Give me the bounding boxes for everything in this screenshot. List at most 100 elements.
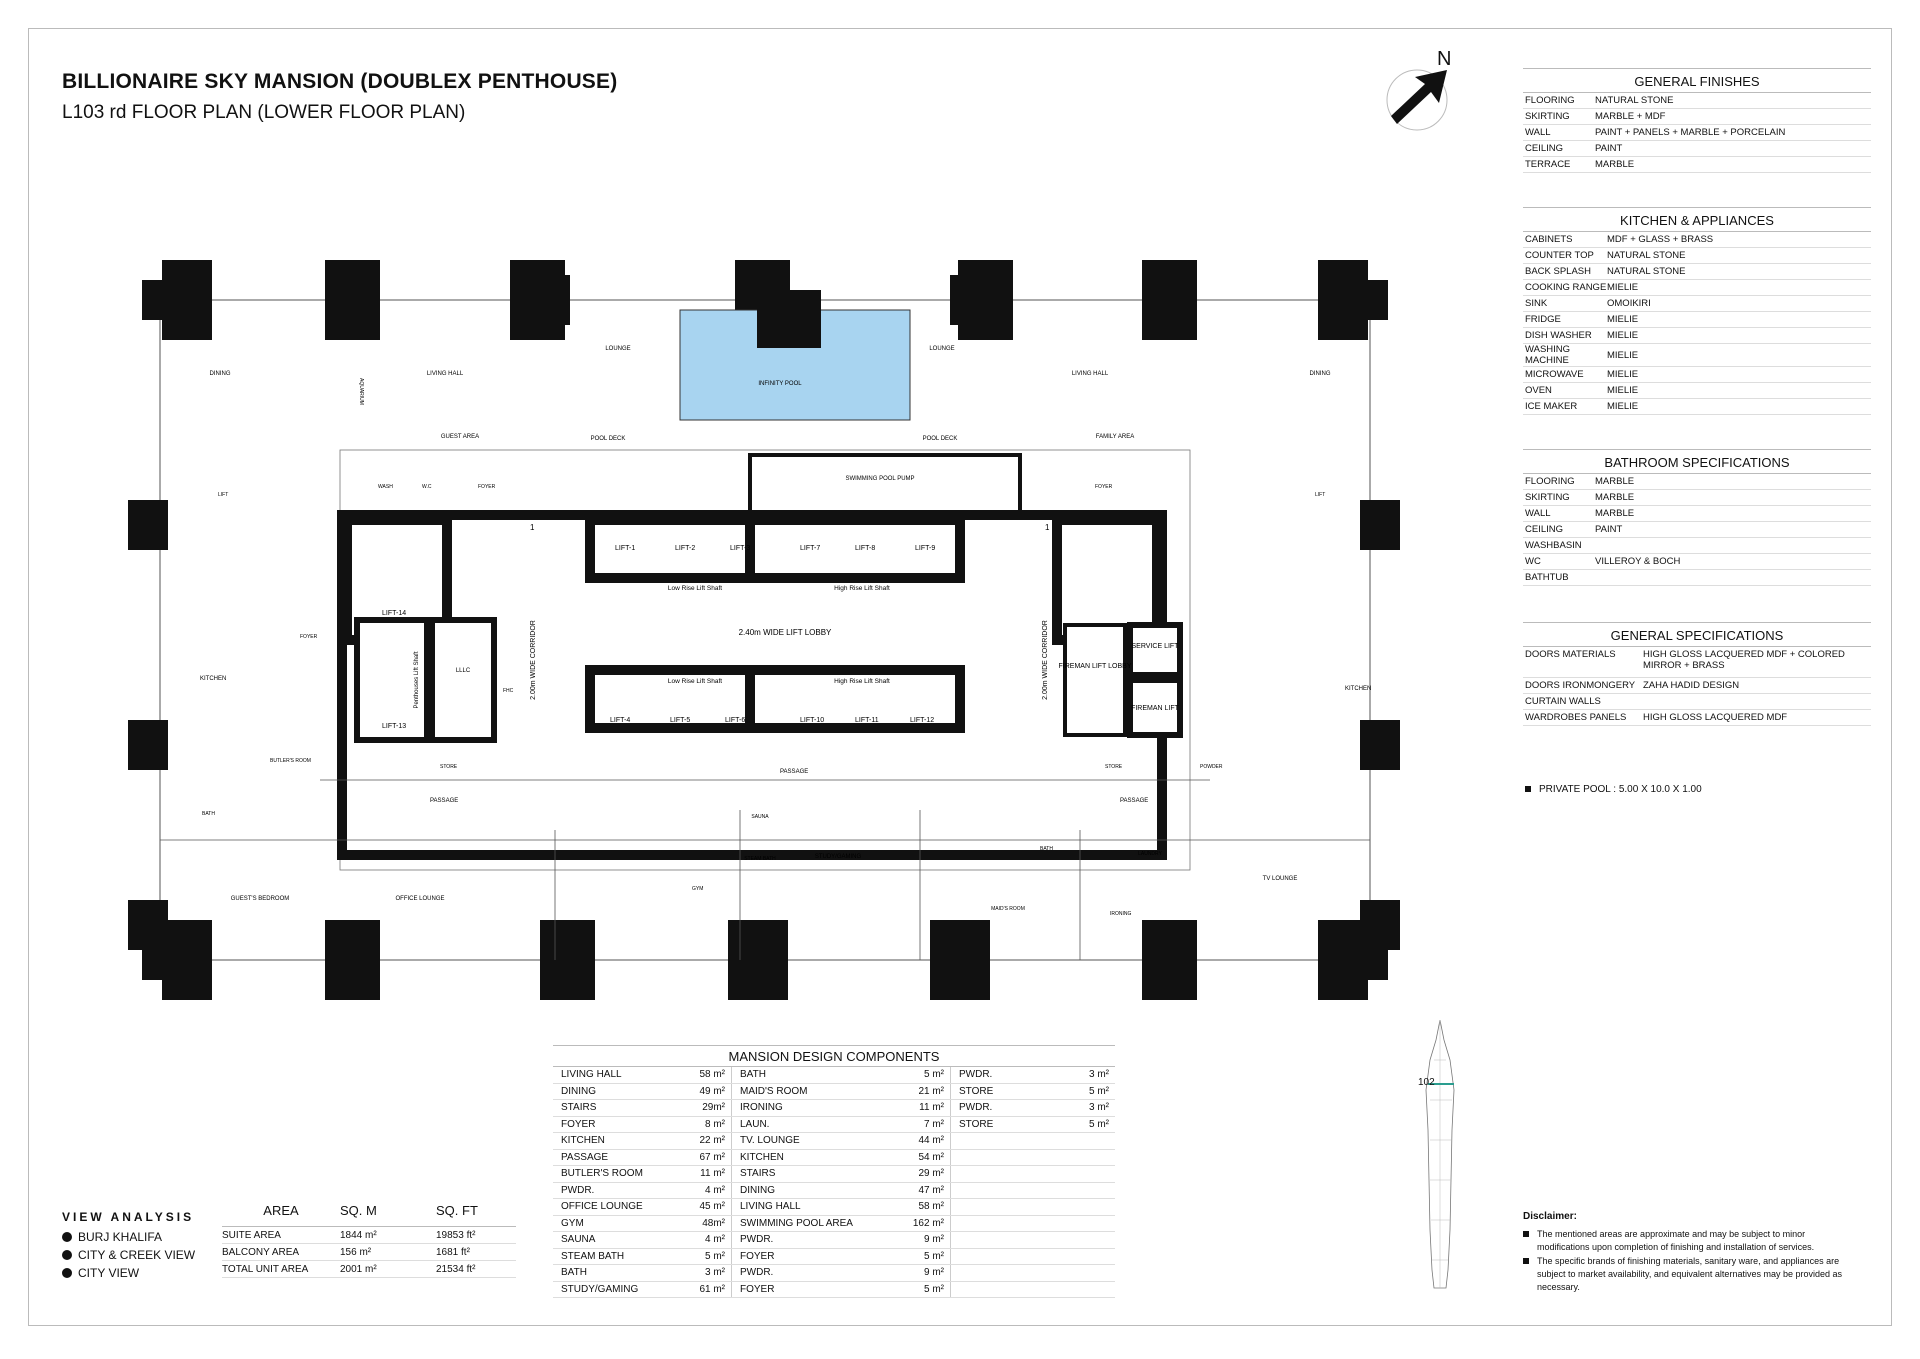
spec-value: PAINT xyxy=(1595,143,1623,154)
corridor-label: 2.00m WIDE CORRIDOR xyxy=(530,620,537,700)
column xyxy=(1360,720,1400,770)
lift-small-label: LIFT xyxy=(1315,492,1325,498)
column xyxy=(162,260,212,340)
bullet-icon xyxy=(62,1250,72,1260)
lift-label: LIFT-2 xyxy=(675,545,695,552)
pump-room xyxy=(748,453,1022,514)
core-wall xyxy=(337,520,347,860)
spec-key: WASHBASIN xyxy=(1525,540,1582,551)
spec-value: MIELIE xyxy=(1607,314,1639,325)
component-name xyxy=(950,1248,1072,1265)
lift-label: LIFT-13 xyxy=(382,723,406,730)
column xyxy=(128,500,168,550)
spec-key: OVEN xyxy=(1525,385,1552,396)
component-area: 67 m² xyxy=(684,1149,732,1166)
section-heading: BATHROOM SPECIFICATIONS xyxy=(1523,449,1871,474)
component-name: LIVING HALL xyxy=(553,1067,684,1084)
disclaimer: Disclaimer: The mentioned areas are appr… xyxy=(1523,1210,1853,1295)
spec-row: WASHBASIN xyxy=(1523,538,1871,554)
columns xyxy=(128,260,1400,1000)
component-area: 44 m² xyxy=(893,1132,951,1150)
component-area: 58 m² xyxy=(684,1067,732,1084)
component-name: PWDR. xyxy=(950,1099,1072,1117)
foyer-label: FOYER xyxy=(300,634,318,640)
sauna-label: SAUNA xyxy=(751,814,769,820)
component-area: 61 m² xyxy=(684,1281,732,1298)
passage-label: PASSAGE xyxy=(1120,798,1148,804)
column xyxy=(1142,920,1197,1000)
lift-small-label: LIFT xyxy=(218,492,228,498)
area-header: AREA SQ. M SQ. FT xyxy=(222,1203,516,1227)
component-area: 47 m² xyxy=(893,1182,951,1199)
spec-value: MIELIE xyxy=(1607,282,1639,293)
component-name: FOYER xyxy=(553,1116,684,1133)
corridor-number: 1 xyxy=(1045,523,1050,532)
service-lift-label: SERVICE LIFT xyxy=(1132,643,1180,650)
spec-value: ZAHA HADID DESIGN xyxy=(1643,680,1740,691)
component-area: 29m² xyxy=(684,1099,732,1117)
area-cell: 156 m² xyxy=(340,1246,372,1258)
component-name: FOYER xyxy=(731,1248,893,1265)
spec-key: BACK SPLASH xyxy=(1525,266,1591,277)
disclaimer-point: The mentioned areas are approximate and … xyxy=(1523,1228,1853,1254)
lllc-room xyxy=(429,617,497,743)
area-col-header: SQ. M xyxy=(340,1203,377,1218)
butlers-room-label: BUTLER'S ROOM xyxy=(270,758,311,764)
lift-label: LIFT-6 xyxy=(725,717,745,724)
pool-column xyxy=(757,290,821,348)
list-item: CITY VIEW xyxy=(62,1264,195,1282)
fireman-lift-label: FIREMAN LIFT xyxy=(1131,705,1180,712)
guest-area-label: GUEST AREA xyxy=(441,434,479,440)
living-hall-label: LIVING HALL xyxy=(1072,371,1109,377)
page-subtitle: L103 rd FLOOR PLAN (LOWER FLOOR PLAN) xyxy=(62,102,466,123)
spec-value: MARBLE xyxy=(1595,476,1635,487)
maids-room-label: MAID'S ROOM xyxy=(991,906,1025,912)
section-heading: MANSION DESIGN COMPONENTS xyxy=(553,1045,1115,1067)
column xyxy=(142,940,162,980)
view-item-label: CITY & CREEK VIEW xyxy=(78,1248,196,1262)
lift-label: LIFT-12 xyxy=(910,717,934,724)
bath-label: BATH xyxy=(1040,846,1053,852)
column xyxy=(1360,500,1400,550)
floor-plan: INFINITY POOL LOUNGE LOUNGE POOL DECK PO… xyxy=(128,260,1400,1000)
spec-value: MARBLE xyxy=(1595,508,1635,519)
component-name xyxy=(950,1231,1072,1249)
spec-value: MDF + GLASS + BRASS xyxy=(1607,234,1714,245)
passage-label: PASSAGE xyxy=(430,798,458,804)
passage-label: PASSAGE xyxy=(780,769,808,775)
steam-bath-label: STEAM BATH xyxy=(744,856,776,862)
spec-value: NATURAL STONE xyxy=(1607,250,1686,261)
component-name: GYM xyxy=(553,1215,684,1232)
page-title: BILLIONAIRE SKY MANSION (DOUBLEX PENTHOU… xyxy=(62,70,618,93)
component-name xyxy=(950,1281,1072,1298)
spec-row: BATHTUB xyxy=(1523,570,1871,586)
gym-label: GYM xyxy=(692,886,703,892)
spec-key: WC xyxy=(1525,556,1541,567)
north-arrow-icon xyxy=(1386,69,1448,131)
component-area xyxy=(1072,1281,1115,1298)
spec-key: SKIRTING xyxy=(1525,111,1570,122)
spec-key: ICE MAKER xyxy=(1525,401,1578,412)
section-heading: KITCHEN & APPLIANCES xyxy=(1523,207,1871,232)
bullet-icon xyxy=(1523,1231,1529,1237)
component-area: 58 m² xyxy=(893,1198,951,1216)
component-area: 4 m² xyxy=(684,1231,732,1249)
area-cell: TOTAL UNIT AREA xyxy=(222,1263,309,1275)
component-area xyxy=(1072,1231,1115,1249)
spec-value: MIELIE xyxy=(1607,369,1639,380)
service-lift xyxy=(1127,622,1183,678)
component-area xyxy=(1072,1264,1115,1282)
column xyxy=(142,280,162,320)
